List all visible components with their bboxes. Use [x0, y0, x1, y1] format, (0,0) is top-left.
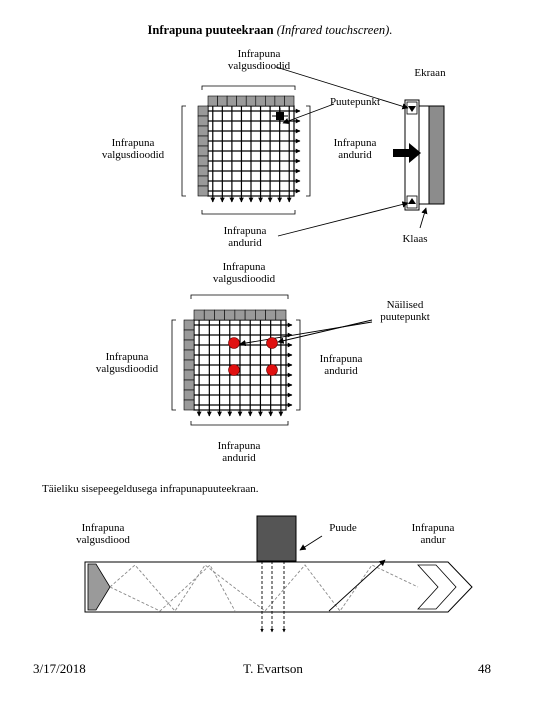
left-led	[183, 389, 195, 401]
left-led	[183, 399, 195, 411]
top-led	[236, 95, 247, 107]
touch-grid-2	[183, 309, 293, 417]
top-led	[275, 309, 287, 321]
left-led	[197, 165, 209, 177]
ghost-touch-points	[228, 337, 278, 376]
left-led	[183, 339, 195, 351]
top-led	[284, 95, 295, 107]
d3-touch-label: Puude	[329, 522, 357, 534]
top-led	[255, 95, 266, 107]
diagram2-brackets	[171, 294, 301, 426]
top-led	[245, 95, 257, 107]
left-led	[183, 359, 195, 371]
left-led	[183, 329, 195, 341]
d1-glass-label: Klaas	[402, 233, 428, 245]
touch-grid-1	[197, 95, 301, 203]
top-led	[265, 309, 277, 321]
diagram1-pointers	[275, 66, 428, 237]
top-led	[193, 309, 205, 321]
top-led	[274, 95, 285, 107]
top-led	[255, 309, 266, 321]
top-led	[203, 309, 215, 321]
ghost-touch-point	[266, 337, 278, 349]
ghost-touch-point	[228, 337, 240, 349]
left-led	[183, 319, 195, 331]
ftir-diagram	[84, 515, 473, 633]
left-led	[183, 369, 195, 381]
top-led	[214, 309, 225, 321]
left-led	[197, 185, 209, 197]
top-led	[224, 309, 236, 321]
top-led	[234, 309, 246, 321]
top-led	[226, 95, 237, 107]
footer-page-number: 48	[478, 661, 491, 676]
footer-author: T. Evartson	[243, 661, 303, 676]
left-led	[197, 175, 209, 187]
touch-point-marker	[272, 108, 288, 124]
diagram2-pointers	[239, 319, 373, 347]
d1-screen-label: Ekraan	[414, 67, 446, 79]
top-led	[265, 95, 276, 107]
slide-title: Infrapuna puuteekraan (Infrared touchscr…	[0, 23, 540, 38]
ghost-touch-point	[266, 364, 278, 376]
left-led	[197, 125, 209, 137]
left-led	[197, 135, 209, 147]
screen-side-view	[393, 99, 445, 211]
left-led	[197, 145, 209, 157]
left-led	[183, 349, 195, 361]
footer-date: 3/17/2018	[33, 661, 86, 676]
slide-title-english: (Infrared touchscreen).	[273, 23, 393, 37]
ftir-caption: Täieliku sisepeegeldusega infrapunapuute…	[42, 483, 259, 495]
d1-touch-point-label: Puutepunkt	[329, 96, 381, 108]
top-led	[217, 95, 228, 107]
left-led	[197, 105, 209, 117]
top-led	[207, 95, 218, 107]
left-led	[197, 115, 209, 127]
left-led	[197, 155, 209, 167]
ghost-touch-point	[228, 364, 240, 376]
slide-title-main: Infrapuna puuteekraan	[147, 23, 274, 37]
diagram1-brackets	[181, 85, 311, 215]
top-led	[244, 309, 256, 321]
left-led	[183, 379, 195, 391]
